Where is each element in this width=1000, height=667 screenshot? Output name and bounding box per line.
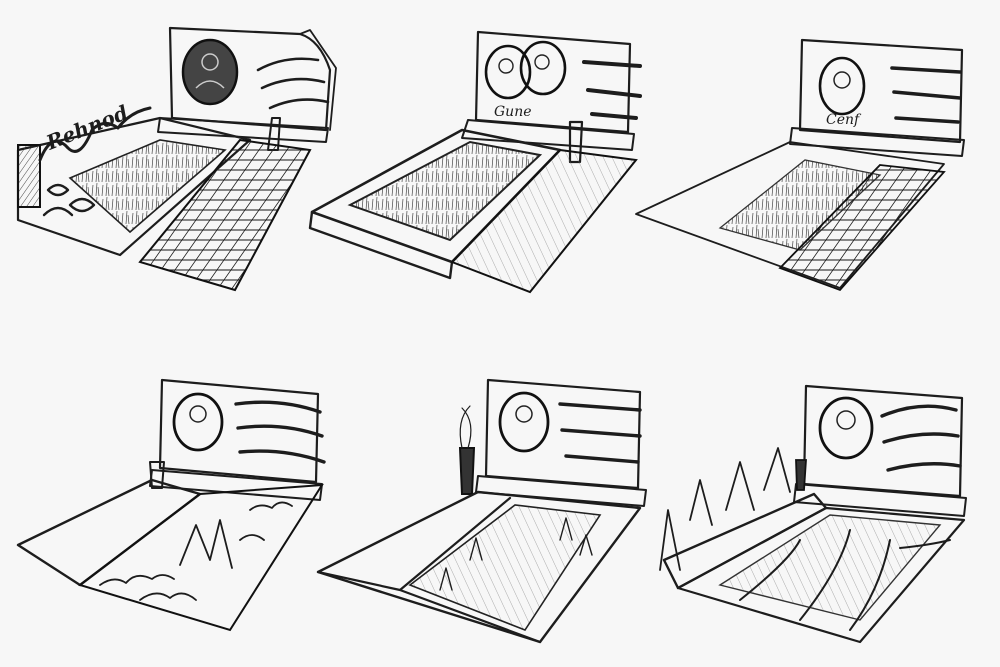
plaque-script-text: Cenf <box>826 112 862 128</box>
paving-tiles <box>138 138 312 292</box>
portrait-medallion <box>181 38 239 106</box>
gravel-bed <box>408 504 602 631</box>
flower-vase <box>458 447 476 495</box>
double-portrait-medallion <box>484 40 567 100</box>
memorial-sketch-5 <box>316 378 647 644</box>
fence-script-text: Rehnod <box>42 100 131 155</box>
flower-vase <box>795 459 807 491</box>
slab-paving <box>450 148 638 294</box>
cypress-shrubs <box>659 447 791 571</box>
memorial-sketch-4 <box>16 378 326 632</box>
portrait-medallion <box>818 56 866 116</box>
rock-garden <box>77 483 324 632</box>
portrait-medallion <box>498 391 550 453</box>
plaque-script-text: Gune <box>494 104 532 120</box>
paving-tiles <box>778 164 946 292</box>
portrait-medallion <box>818 396 874 460</box>
memorial-sketch-3: Cenf <box>635 38 965 292</box>
memorial-sketch-6 <box>659 384 967 644</box>
portrait-medallion <box>172 392 224 452</box>
memorial-sketch-2: Gune <box>308 30 642 294</box>
memorial-sketch-1: Rehnod <box>16 26 337 292</box>
